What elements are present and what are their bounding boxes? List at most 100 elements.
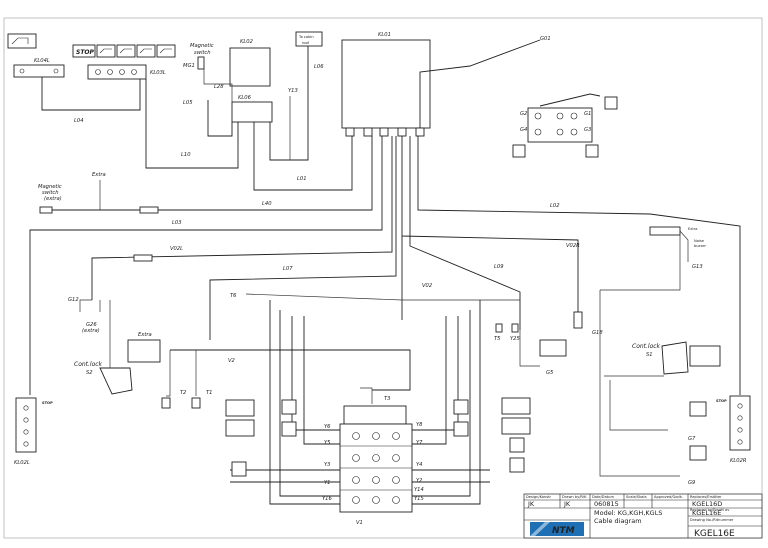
title-block: Design/Konstr Drawn by/Ritl. Date/Datum …: [523, 493, 763, 539]
extra-label-1: Extra: [92, 172, 106, 178]
tb-col-date: Date/Datum: [592, 495, 614, 499]
klo1-label: KL01: [378, 32, 391, 38]
t1-label: T1: [206, 390, 212, 396]
tb-description: Cable diagram: [594, 517, 642, 525]
y4-label: Y4: [416, 462, 422, 468]
cable-l09: [409, 136, 521, 330]
cable-l04-label: L04: [74, 118, 84, 124]
cable-l02-label: L02: [550, 203, 560, 209]
t5-label: T5: [494, 336, 501, 342]
y16-label: Y16: [322, 496, 332, 502]
cable-l28-label: L28: [214, 84, 224, 90]
g26-label: G26: [86, 322, 97, 328]
drawing-frame: [3, 17, 763, 539]
klo2-label: KL02: [240, 39, 253, 45]
cable-l01-label: L01: [297, 176, 307, 182]
go1-label: G01: [540, 36, 551, 42]
cable-l40: [158, 136, 373, 211]
stop-label: STOP: [76, 49, 95, 56]
cable-l07-label: L07: [283, 266, 293, 272]
tb-col-approved: Approved/Godk.: [654, 495, 683, 499]
tb-col-drawn: Drawn by/Ritl.: [562, 495, 587, 499]
cable-v02l: [91, 136, 393, 300]
klo1-box: [341, 39, 431, 129]
sensor-assembly-top-right: [512, 93, 618, 158]
g2-label: G2: [520, 111, 527, 117]
klo2l-label: KL02L: [14, 460, 30, 466]
s2-label: S2: [86, 370, 93, 376]
s1-label: S1: [646, 352, 653, 358]
cable-l04: [41, 77, 141, 111]
magnetic-switch-extra-label-2: switch: [42, 190, 59, 196]
noise-buzzer-label-1: Noise: [694, 239, 705, 243]
v2-label: V2: [228, 358, 235, 364]
t3-label: T3: [384, 396, 390, 402]
g5-box: [539, 339, 567, 357]
cable-go1: [419, 39, 541, 128]
tb-drawn-by: JK: [563, 500, 571, 508]
g4-label: G4: [520, 127, 527, 133]
ntm-logo: NTM: [530, 522, 584, 536]
to-cabin-roof-box: [295, 31, 323, 47]
tb-model-line: Model: KG,KGH,KGLS: [594, 509, 662, 517]
y25-label: Y25: [510, 336, 520, 342]
klo4l-panel: KL04L: [7, 33, 65, 78]
g12-label: G12: [68, 297, 79, 303]
tb-replaced-by-label: Replaced by/Ersatt av: [690, 508, 730, 512]
magnetic-switch-extra-label-3: (extra): [44, 196, 62, 202]
klo2r-label: KL02R: [730, 458, 747, 464]
klo6-box: [231, 101, 273, 123]
g9-label: G9: [688, 480, 695, 486]
control-stick-r-label: Cont.lock: [632, 343, 661, 350]
tb-drawing-no-label: Drawing No./Ritnummer: [690, 518, 734, 522]
cable-l09-label: L09: [494, 264, 504, 270]
ntm-logo-text: NTM: [552, 526, 575, 536]
cable-l05: [207, 100, 233, 137]
tb-replaced-by: KGEL16E: [692, 509, 721, 517]
tb-col-replaces: Replaces/Ersätter: [690, 495, 722, 499]
magnetic-switch-top: [197, 56, 205, 70]
y13-label: Y13: [288, 88, 298, 94]
tb-col-design: Design/Konstr: [526, 495, 552, 499]
cable-l01: [253, 122, 353, 191]
cable-v02r-label: V02R: [566, 243, 580, 249]
cable-l06-label: L06: [314, 64, 324, 70]
tb-drawing-no: KGEL16E: [694, 529, 735, 539]
tb-replaces: KGEL16D: [692, 500, 722, 508]
cable-l03: [29, 136, 383, 395]
cable-v2-run: [170, 349, 411, 391]
control-stick-s1: [661, 341, 689, 375]
to-cabin-label-2: roof: [302, 41, 310, 45]
y5-label: Y5: [324, 440, 331, 446]
klo6-label: KL06: [238, 95, 252, 101]
cable-l10-label: L10: [181, 152, 191, 158]
cable-l07: [209, 136, 397, 340]
y1-label: Y1: [324, 480, 330, 486]
y3-label: Y3: [324, 462, 330, 468]
extra-label-3: Extra: [688, 227, 698, 231]
g5-label: G5: [546, 370, 554, 376]
klo1-connectors: [345, 127, 425, 137]
klo3l-label: KL03L: [150, 70, 166, 76]
y14-label: Y14: [414, 487, 424, 493]
cable-v02l-label: V02L: [170, 246, 183, 252]
cable-v02-label: V02: [422, 283, 432, 289]
magnetic-switch-extra-label-1: Magnetic: [38, 184, 62, 190]
noise-buzzer-label-2: buzzer: [694, 244, 707, 248]
y8-label: Y8: [416, 422, 423, 428]
klo4l-label: KL04L: [34, 58, 50, 64]
cable-v02r: [401, 136, 579, 312]
magnetic-switch-top-label-1: Magnetic: [190, 43, 214, 49]
cable-l05-label: L05: [183, 100, 193, 106]
control-stick-s2: [99, 367, 133, 395]
g26-extra-label: (extra): [82, 328, 100, 334]
g1-label: G1: [584, 111, 591, 117]
y6-label: Y6: [324, 424, 331, 430]
stop-small-l-label: STOP: [42, 401, 53, 405]
valve-function-icons: [225, 397, 531, 477]
klo2l-panel: STOP KL02L: [14, 397, 53, 466]
klo2r-panel: STOP KL02R: [716, 395, 751, 464]
magnetic-switch-top-label-2: switch: [194, 50, 211, 56]
t2-label: T2: [180, 390, 186, 396]
cable-l10: [145, 79, 239, 169]
